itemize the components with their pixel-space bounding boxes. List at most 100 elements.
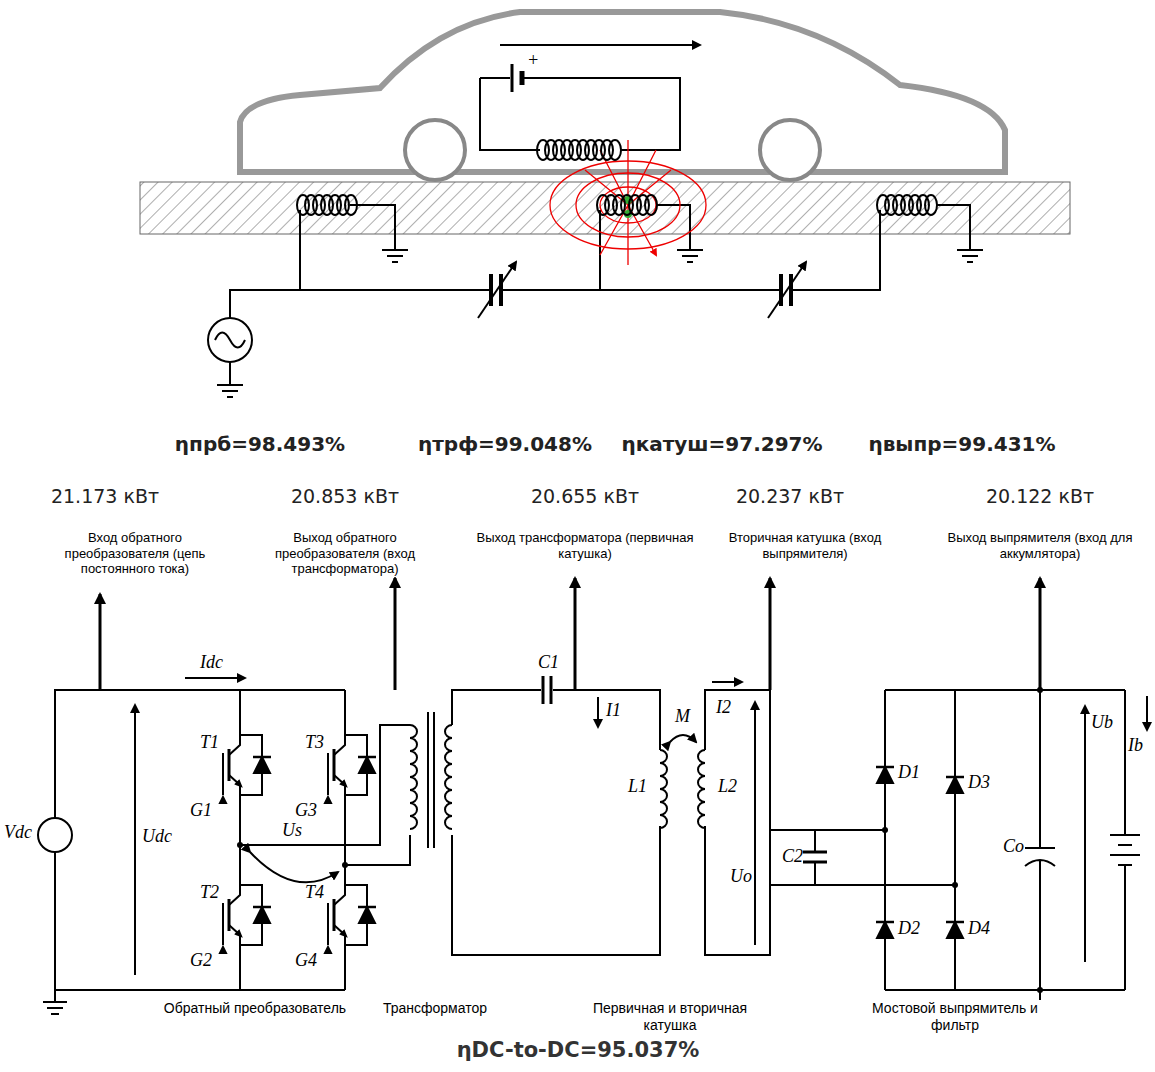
schematic-wiring	[38, 676, 1147, 1014]
car-wheel	[405, 120, 820, 180]
stage-label: Вторичная катушка (вход выпрямителя)	[715, 530, 895, 561]
component-symbol: T3	[305, 732, 324, 754]
efficiency-value: ηкатуш=97.297%	[602, 432, 842, 456]
igbt-gate	[325, 797, 331, 803]
igbt-symbol	[341, 931, 346, 936]
coil-winding	[660, 750, 667, 828]
stage-label: Выход выпрямителя (вход для аккумлятора)	[935, 530, 1145, 561]
igbt-symbol	[341, 781, 346, 786]
power-value: 20.853 кВт	[245, 485, 445, 508]
component-symbol: G2	[190, 950, 212, 972]
component-symbol: M	[675, 706, 690, 728]
diode-symbol	[253, 756, 271, 759]
component-symbol: G1	[190, 800, 212, 822]
car-circuit	[480, 45, 700, 150]
diode-symbol	[946, 776, 964, 779]
diode-symbol	[876, 921, 894, 924]
coil-winding	[698, 750, 705, 828]
stage-label: Выход обратного преобразователя (вход тр…	[245, 530, 445, 577]
magnetic-field	[550, 140, 706, 265]
signal-name: I1	[606, 700, 621, 722]
diode-symbol	[947, 922, 963, 938]
component-symbol: L2	[718, 776, 737, 798]
road-slab	[140, 182, 1070, 234]
diode-symbol	[358, 756, 376, 759]
component-symbol: T1	[200, 732, 219, 754]
signal-name: Uo	[730, 866, 752, 888]
power-value: 20.655 кВт	[485, 485, 685, 508]
igbt-symbol	[228, 899, 231, 931]
igbt-symbol	[236, 781, 241, 786]
efficiency-value: ηвыпр=99.431%	[842, 432, 1082, 456]
stage-name: Трансформатор	[370, 1000, 500, 1017]
diode-symbol	[877, 922, 893, 938]
coil-winding	[609, 140, 621, 160]
component-symbol: T4	[305, 882, 324, 904]
signal-name: Us	[282, 820, 302, 842]
igbt-symbol	[229, 875, 240, 955]
stage-label: Выход трансформатора (первичная катушка)	[470, 530, 700, 561]
coil-winding	[410, 725, 417, 829]
coil-winding	[445, 725, 452, 829]
igbt-symbol	[334, 725, 345, 805]
junction-dot	[237, 687, 1043, 993]
igbt-gate	[325, 947, 331, 953]
component-symbol: Co	[1003, 836, 1024, 858]
coil-winding	[345, 195, 357, 215]
igbt-gate	[327, 903, 329, 945]
efficiency-value: ηпрб=98.493%	[110, 432, 410, 456]
diode-symbol	[946, 921, 964, 924]
igbt-symbol	[229, 725, 240, 805]
coil-winding	[645, 195, 657, 215]
component-symbol: C1	[538, 652, 559, 674]
igbt-gate	[222, 753, 224, 795]
road-circuit	[208, 205, 983, 397]
component-symbol: C2	[782, 846, 803, 868]
power-value: 20.122 кВт	[940, 485, 1140, 508]
coil-winding	[925, 195, 937, 215]
component-symbol: D2	[898, 918, 920, 940]
component-symbol: D1	[898, 762, 920, 784]
stage-name: Первичная и вторичная катушка	[570, 1000, 770, 1034]
signal-name: Ib	[1128, 735, 1143, 757]
polarity-mark: +	[527, 50, 539, 72]
igbt-symbol	[333, 899, 336, 931]
power-value: 20.237 кВт	[690, 485, 890, 508]
igbt-gate	[222, 903, 224, 945]
igbt-symbol	[333, 749, 336, 781]
car-body	[240, 12, 1005, 172]
efficiency-value: ηтрф=99.048%	[385, 432, 625, 456]
igbt-symbol	[228, 749, 231, 781]
component-symbol: T2	[200, 882, 219, 904]
igbt-symbol	[334, 875, 345, 955]
component-symbol: G4	[295, 950, 317, 972]
igbt-symbol	[236, 931, 241, 936]
signal-name: Udc	[142, 826, 172, 848]
diode-symbol	[359, 907, 375, 923]
component-symbol: D3	[968, 772, 990, 794]
diode-symbol	[254, 907, 270, 923]
signal-name: I2	[716, 697, 731, 719]
component-symbol: Vdc	[4, 822, 32, 844]
igbt-gate	[220, 797, 226, 803]
signal-name: Ub	[1091, 712, 1113, 734]
diode-symbol	[253, 906, 271, 909]
component-symbol: D4	[968, 918, 990, 940]
stage-pointer	[100, 578, 1040, 690]
igbt-gate	[327, 753, 329, 795]
stage-name: Обратный преобразователь	[135, 1000, 375, 1017]
diode-symbol	[876, 766, 894, 769]
power-value: 21.173 кВт	[5, 485, 205, 508]
total-efficiency: ηDC-to-DC=95.037%	[368, 1038, 788, 1063]
generated-symbols	[220, 140, 964, 955]
diode-symbol	[877, 767, 893, 783]
component-symbol: L1	[628, 776, 647, 798]
stage-name: Мостовой выпрямитель и фильтр	[850, 1000, 1060, 1034]
igbt-gate	[220, 947, 226, 953]
diode-symbol	[947, 777, 963, 793]
component-symbol: G3	[295, 800, 317, 822]
diode-symbol	[359, 757, 375, 773]
diode-symbol	[358, 906, 376, 909]
diode-symbol	[254, 757, 270, 773]
